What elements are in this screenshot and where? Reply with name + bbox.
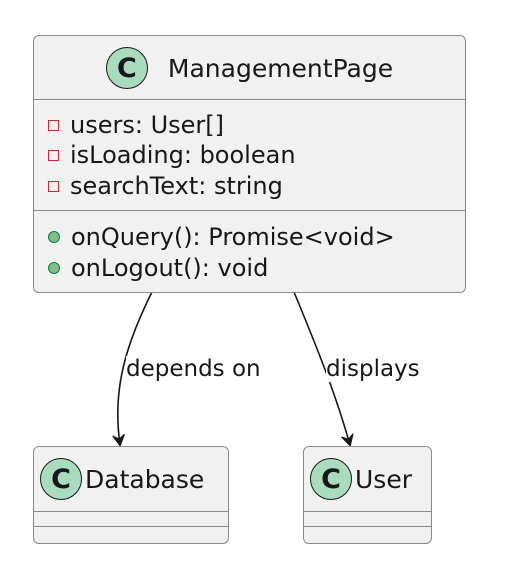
class-database[interactable]: C Database: [33, 446, 229, 544]
methods-divider: [34, 526, 228, 527]
class-header: C Database: [34, 447, 228, 511]
attribute-is-loading: isLoading: boolean: [48, 141, 296, 169]
class-stereotype-icon: C: [40, 458, 82, 500]
displays-label: displays: [326, 356, 420, 382]
attribute-text: isLoading: boolean: [70, 141, 296, 169]
public-visibility-icon: [48, 231, 60, 243]
class-name: User: [355, 464, 412, 494]
method-text: onLogout(): void: [71, 254, 269, 282]
methods-divider: [304, 526, 431, 527]
attribute-users: users: User[]: [48, 111, 224, 139]
method-text: onQuery(): Promise<void>: [71, 223, 395, 251]
attributes-divider: [34, 99, 465, 100]
attribute-text: users: User[]: [70, 111, 224, 139]
class-name: Database: [85, 464, 205, 494]
class-stereotype-icon: C: [105, 47, 148, 89]
class-header: C User: [304, 447, 431, 511]
public-visibility-icon: [48, 262, 60, 274]
class-stereotype-icon: C: [310, 458, 352, 500]
method-on-query: onQuery(): Promise<void>: [48, 223, 395, 251]
class-name: ManagementPage: [167, 53, 394, 83]
attributes-divider: [304, 511, 431, 512]
depends-on-label: depends on: [126, 356, 261, 382]
private-visibility-icon: [48, 180, 59, 192]
class-management-page[interactable]: C ManagementPage users: User[] isLoading…: [33, 35, 466, 293]
class-header: C ManagementPage: [34, 36, 465, 100]
attribute-text: searchText: string: [70, 172, 283, 200]
private-visibility-icon: [48, 149, 59, 161]
displays-arrow: [293, 291, 354, 447]
attributes-divider: [34, 511, 228, 512]
private-visibility-icon: [48, 119, 59, 131]
attribute-search-text: searchText: string: [48, 172, 283, 200]
depends-on-arrow: [112, 291, 153, 448]
methods-divider: [34, 210, 465, 211]
method-on-logout: onLogout(): void: [48, 254, 268, 282]
class-user[interactable]: C User: [303, 446, 432, 544]
